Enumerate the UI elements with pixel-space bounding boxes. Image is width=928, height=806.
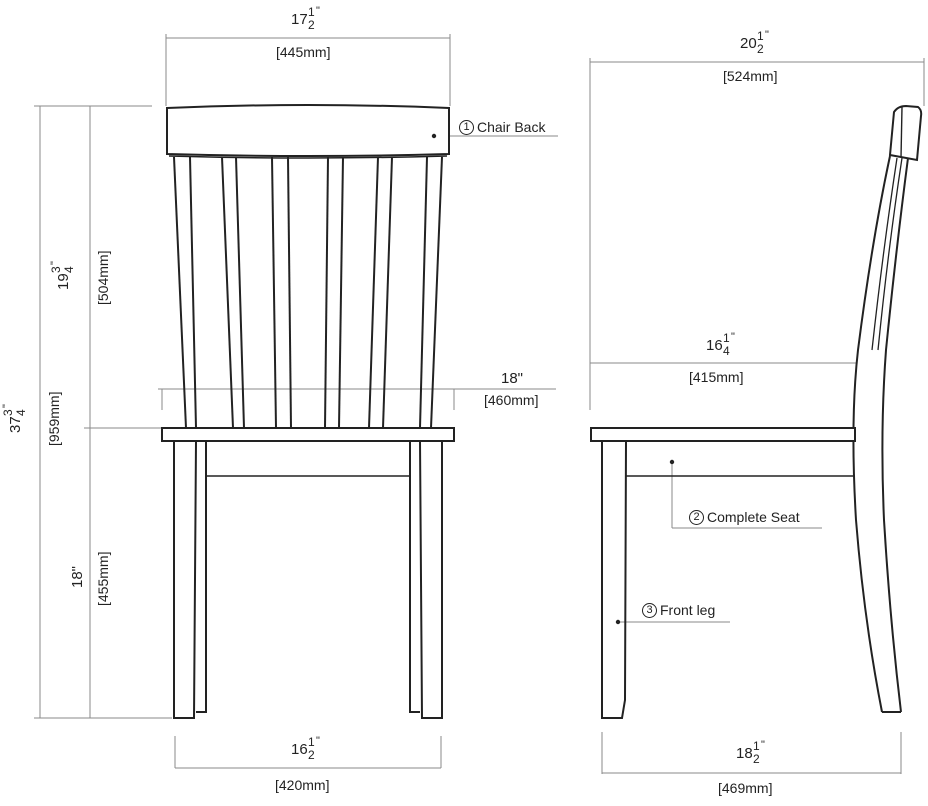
callout-dot-complete-seat bbox=[669, 459, 675, 465]
front-back-width-metric: [445mm] bbox=[276, 44, 331, 60]
front-view bbox=[161, 104, 455, 719]
seat-depth-metric: [415mm] bbox=[689, 369, 744, 385]
seat-height-imperial: 18" bbox=[69, 565, 86, 588]
total-height-metric: [959mm] bbox=[46, 391, 62, 446]
side-total-depth-metric: [524mm] bbox=[723, 68, 778, 84]
front-leg-span-metric: [420mm] bbox=[275, 777, 330, 793]
callout-label: Front leg bbox=[660, 602, 716, 618]
side-leg-span-metric: [469mm] bbox=[718, 780, 773, 796]
seat-width-metric: [460mm] bbox=[484, 392, 539, 408]
callout-chair-back: 1 Chair Back bbox=[459, 119, 545, 135]
callout-label: Chair Back bbox=[477, 119, 546, 135]
callout-number-badge: 2 bbox=[689, 509, 704, 525]
callout-front-leg: 3 Front leg bbox=[642, 602, 715, 618]
callout-number-badge: 1 bbox=[459, 119, 474, 135]
callout-dot-front-leg bbox=[615, 619, 621, 625]
callout-label: Complete Seat bbox=[707, 509, 800, 525]
callout-dot-chair-back bbox=[431, 133, 437, 139]
callout-complete-seat: 2 Complete Seat bbox=[689, 509, 800, 525]
back-height-metric: [504mm] bbox=[95, 250, 111, 305]
side-view bbox=[590, 104, 923, 719]
dimension-lines bbox=[34, 34, 925, 774]
seat-width-imperial: 18" bbox=[501, 370, 524, 387]
callout-number-badge: 3 bbox=[642, 602, 657, 618]
seat-height-metric: [455mm] bbox=[95, 551, 111, 606]
